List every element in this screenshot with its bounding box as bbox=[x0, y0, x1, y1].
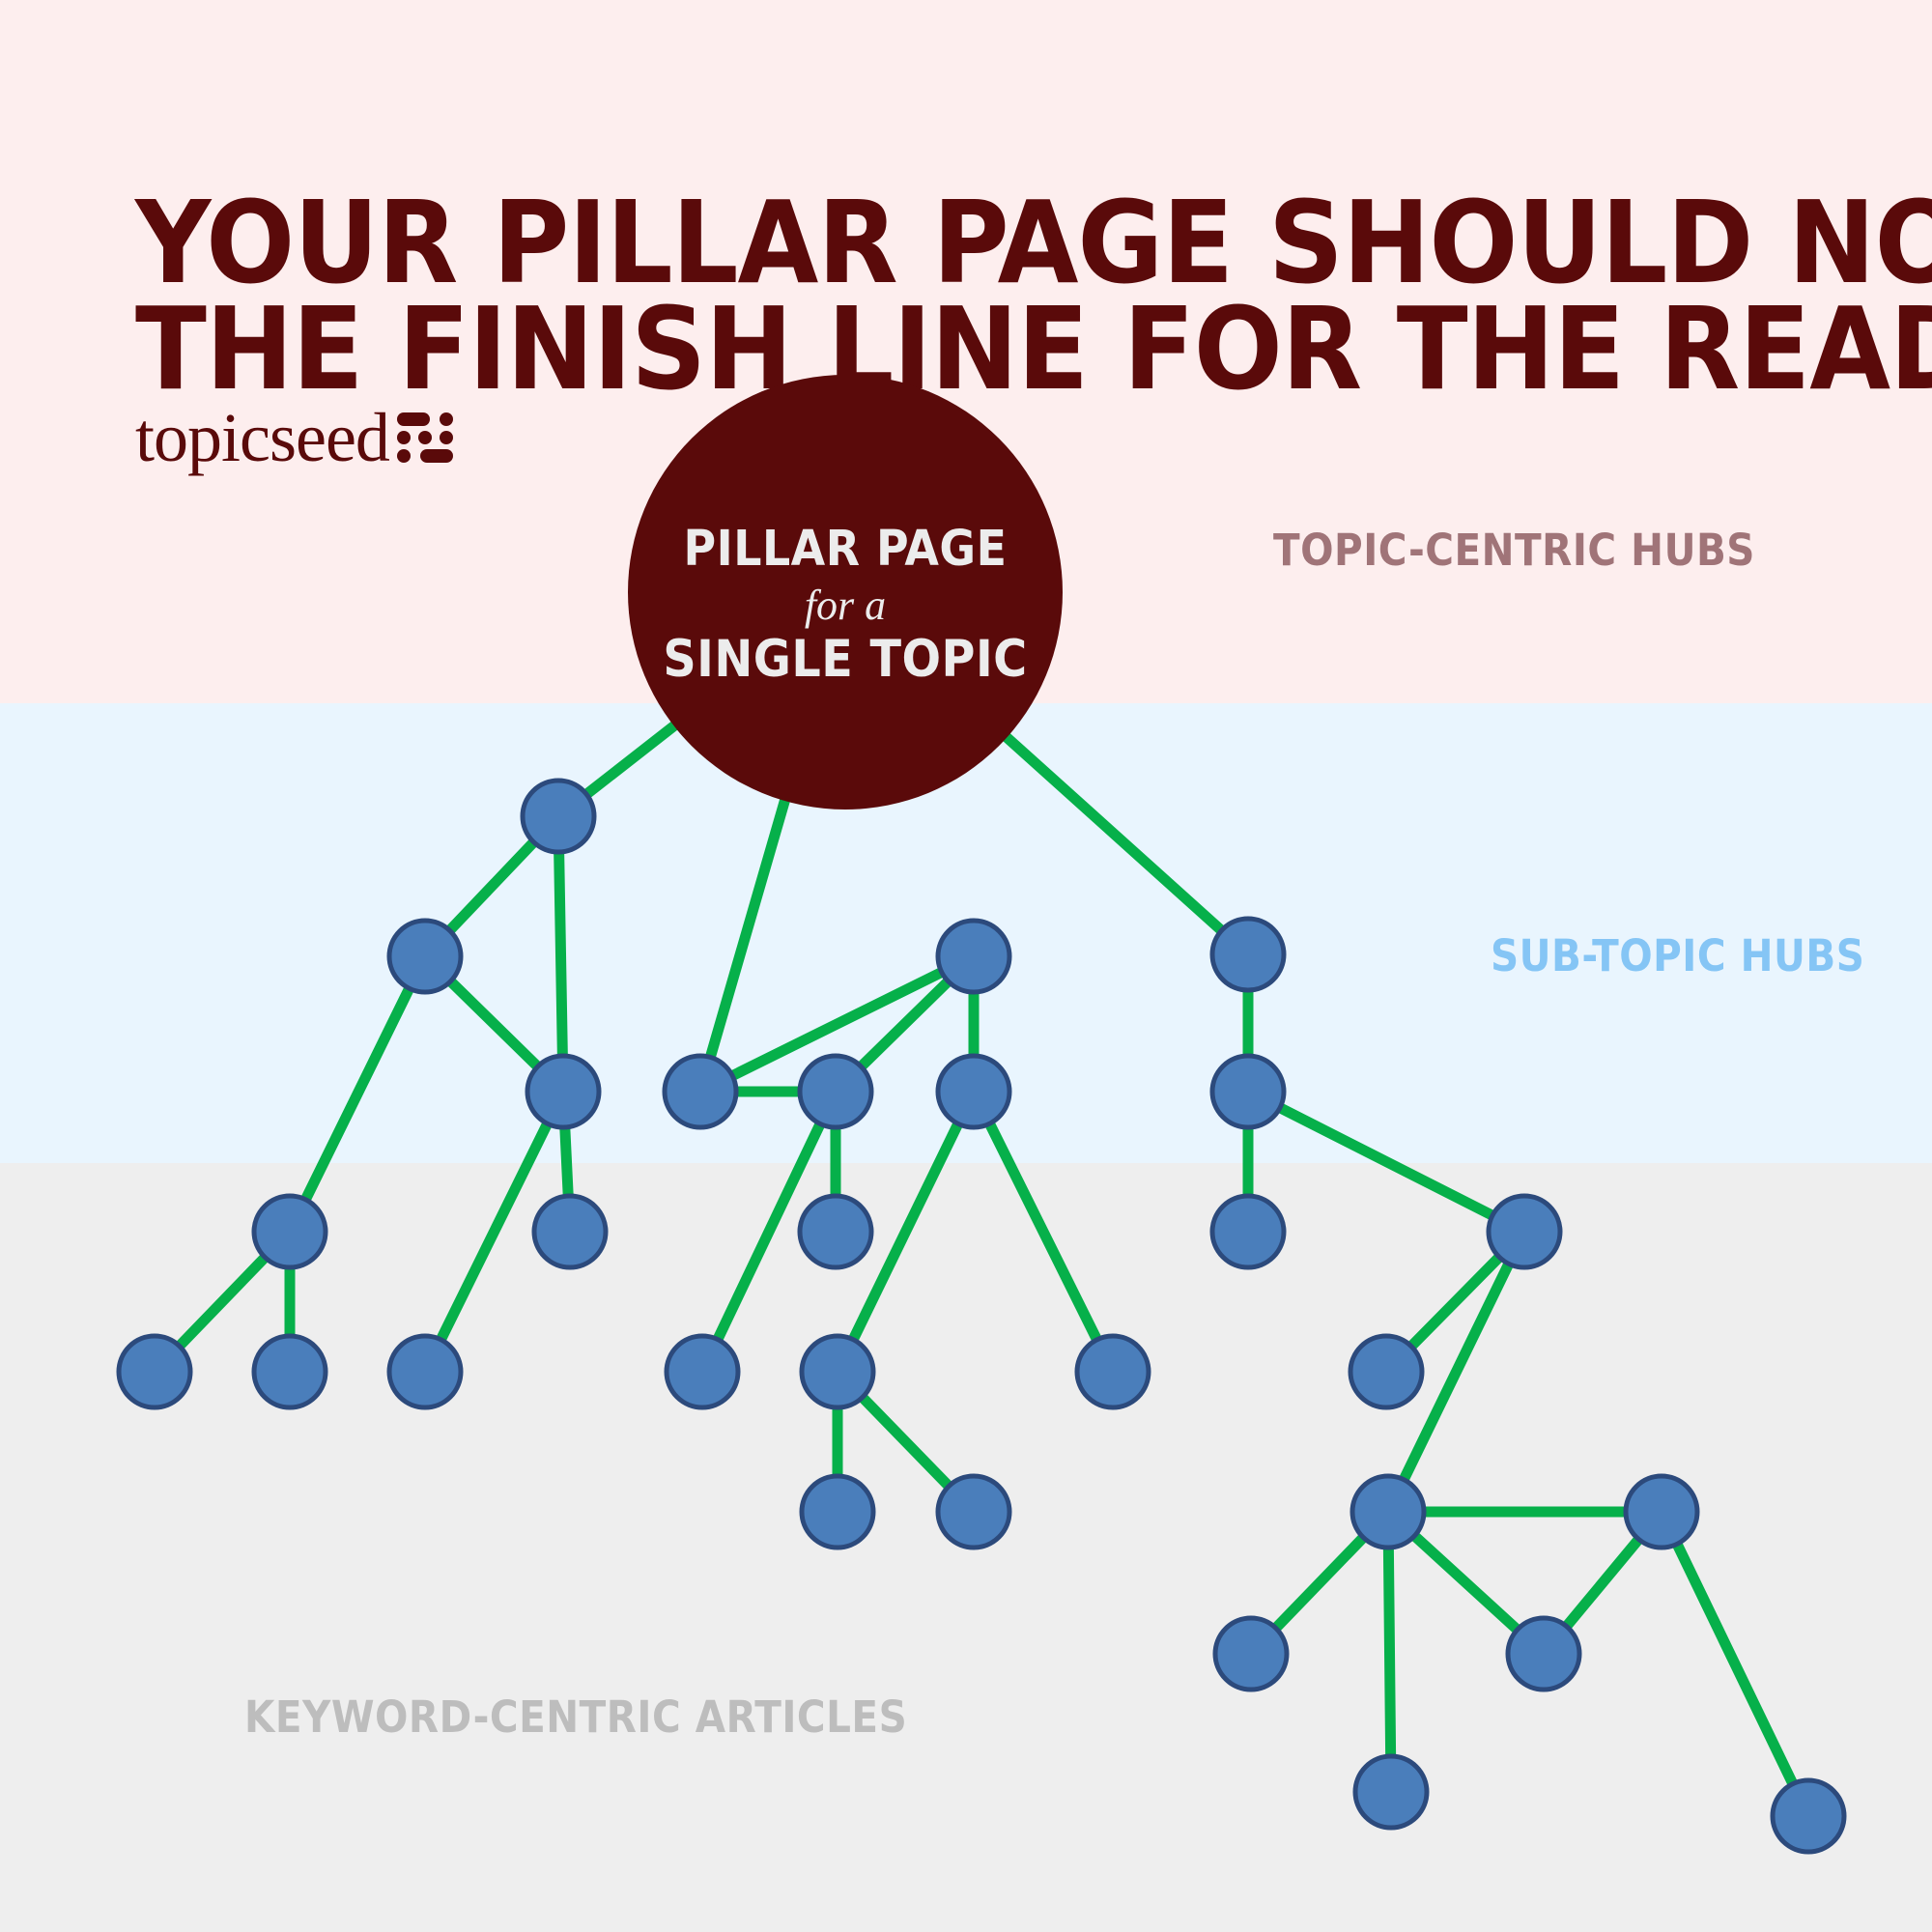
graph-node-keyword[interactable] bbox=[1505, 1615, 1582, 1692]
graph-node-sub-topic[interactable] bbox=[1209, 916, 1287, 993]
graph-node-keyword[interactable] bbox=[1770, 1777, 1847, 1855]
graph-edge bbox=[284, 951, 431, 1237]
graph-edge bbox=[419, 1086, 569, 1378]
graph-edge bbox=[1382, 1226, 1530, 1518]
graph-node-keyword[interactable] bbox=[531, 1193, 609, 1270]
page-title: YOUR PILLAR PAGE SHOULD NOT BE THE FINIS… bbox=[135, 176, 1932, 415]
page-title-line-2: THE FINISH LINE FOR THE READER bbox=[135, 281, 1932, 415]
pillar-label-secondary: SINGLE TOPIC bbox=[663, 630, 1028, 690]
graph-node-sub-topic[interactable] bbox=[797, 1053, 874, 1130]
pillar-page-node[interactable]: PILLAR PAGE for a SINGLE TOPIC bbox=[628, 375, 1063, 810]
logo-wordmark: topicseed bbox=[135, 399, 390, 476]
graph-node-sub-topic[interactable] bbox=[525, 1053, 602, 1130]
graph-edge bbox=[1242, 1086, 1530, 1237]
graph-edge bbox=[968, 1086, 1119, 1378]
pillar-label-primary: PILLAR PAGE bbox=[683, 521, 1008, 579]
graph-edge bbox=[696, 1086, 841, 1378]
graph-node-keyword[interactable] bbox=[664, 1333, 741, 1410]
graph-node-keyword[interactable] bbox=[116, 1333, 193, 1410]
graph-node-keyword[interactable] bbox=[386, 1333, 464, 1410]
graph-nodes bbox=[116, 778, 1847, 1855]
graph-edge bbox=[553, 810, 569, 1097]
graph-edge bbox=[1656, 1506, 1814, 1822]
graph-node-keyword[interactable] bbox=[799, 1473, 876, 1550]
graph-node-keyword[interactable] bbox=[1352, 1753, 1430, 1831]
graph-node-sub-topic[interactable] bbox=[520, 778, 597, 855]
graph-node-sub-topic[interactable] bbox=[935, 1053, 1012, 1130]
topicseed-logo[interactable]: topicseed bbox=[135, 403, 455, 472]
graph-edge bbox=[1382, 1506, 1397, 1798]
graph-edge bbox=[832, 1086, 980, 1378]
graph-node-keyword[interactable] bbox=[251, 1193, 328, 1270]
graph-node-keyword[interactable] bbox=[1074, 1333, 1151, 1410]
graph-node-keyword[interactable] bbox=[935, 1473, 1012, 1550]
band-label-sub-topic: SUB-TOPIC HUBS bbox=[1491, 930, 1865, 981]
graph-edge bbox=[695, 951, 980, 1097]
graph-node-keyword[interactable] bbox=[799, 1333, 876, 1410]
pillar-label-connector: for a bbox=[804, 582, 887, 630]
graph-node-sub-topic[interactable] bbox=[662, 1053, 739, 1130]
graph-node-sub-topic[interactable] bbox=[935, 918, 1012, 995]
graph-node-sub-topic[interactable] bbox=[1209, 1053, 1287, 1130]
graph-node-keyword[interactable] bbox=[1209, 1193, 1287, 1270]
graph-node-keyword[interactable] bbox=[1350, 1473, 1427, 1550]
page-title-line-1: YOUR PILLAR PAGE SHOULD NOT BE bbox=[135, 176, 1932, 310]
graph-node-keyword[interactable] bbox=[797, 1193, 874, 1270]
graph-node-keyword[interactable] bbox=[1212, 1615, 1290, 1692]
band-label-keyword-centric: KEYWORD-CENTRIC ARTICLES bbox=[244, 1691, 908, 1743]
graph-node-keyword[interactable] bbox=[251, 1333, 328, 1410]
graph-node-keyword[interactable] bbox=[1348, 1333, 1425, 1410]
graph-node-sub-topic[interactable] bbox=[386, 918, 464, 995]
band-label-topic-centric: TOPIC-CENTRIC HUBS bbox=[1273, 525, 1755, 576]
graph-node-keyword[interactable] bbox=[1623, 1473, 1700, 1550]
dot-matrix-icon bbox=[396, 412, 453, 463]
graph-node-keyword[interactable] bbox=[1486, 1193, 1563, 1270]
